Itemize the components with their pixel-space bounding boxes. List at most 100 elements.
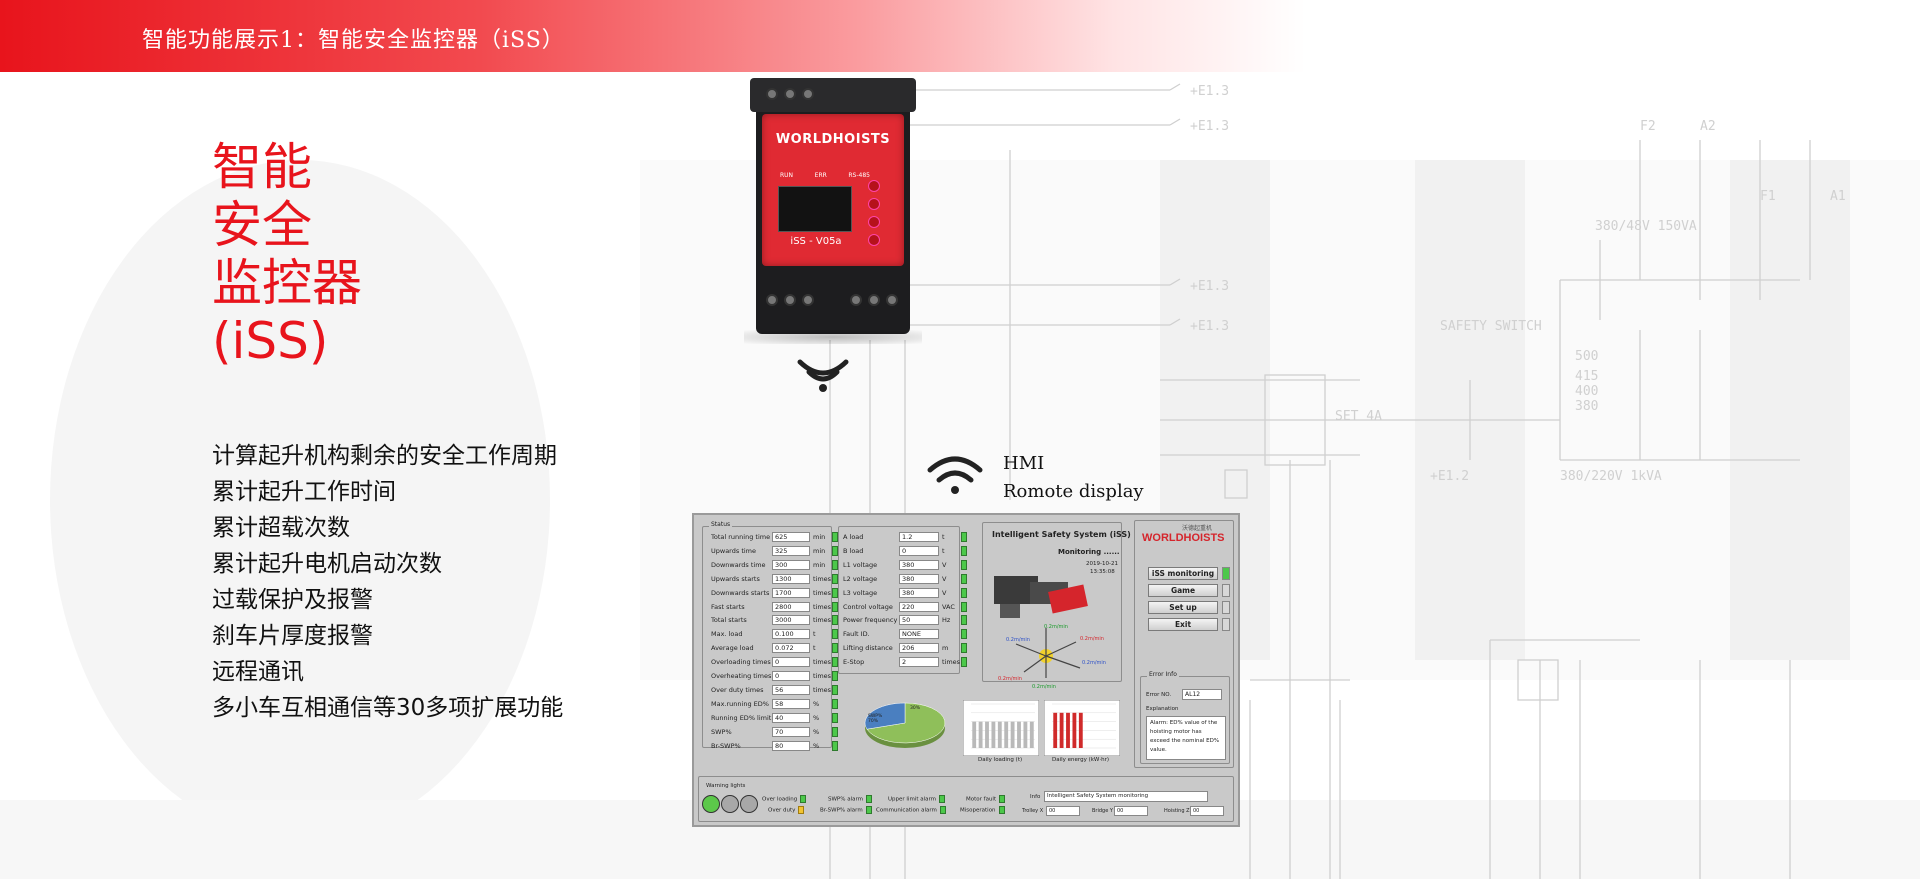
svg-text:+E1.3: +E1.3 [1190,319,1229,334]
metric-label: E-Stop [843,658,865,667]
metric-label: L2 voltage [843,574,878,583]
hero-line: 安全 [212,196,312,254]
iss-monitoring-button[interactable]: iSS monitoring [1148,567,1218,580]
metric-value: 3000 [772,615,810,626]
chart-bar [1072,712,1077,748]
status-led [961,615,967,626]
panel-logo: WORLDHOISTS [1142,532,1225,544]
terminal-screw-icon [802,294,814,306]
status-led [832,726,838,737]
chart-bar [985,721,989,748]
chart-bar [1059,712,1064,748]
exit-button[interactable]: Exit [1148,618,1218,631]
svg-text:A1: A1 [1830,189,1846,204]
title-banner: 智能功能展示1：智能安全监控器（iSS） [0,0,1920,72]
hero-title: 智能 安全 监控器 (iSS) [212,138,472,370]
speed-label: 0.2m/min [998,676,1022,682]
status-led [832,657,838,668]
warning-item: SWP% alarm [828,795,873,803]
status-led [961,532,967,542]
metric-row: Fault ID.NONE [843,629,971,640]
warning-lights-label: Warning lights [706,783,746,789]
pie-label-remaining: 30% [910,706,921,711]
device-brand-label: WORLDHOISTS [775,132,891,147]
status-led [961,587,967,598]
feature-item: 累计起升电机启动次数 [212,551,442,577]
metric-label: Max.running ED% [711,699,769,708]
hmi-caption-line: HMI [1003,453,1045,474]
metric-value: 380 [899,587,939,598]
metric-unit: t [942,533,945,541]
game-button[interactable]: Game [1148,584,1218,597]
chart-bar [972,721,977,748]
warning-lights-group [698,776,1234,822]
bridge-field: 00 [1114,806,1148,816]
metric-unit: V [942,574,947,583]
warning-item-label: Over duty [768,807,796,814]
warning-lamp-icon [721,795,739,813]
feature-item: 刹车片厚度报警 [212,623,373,649]
metric-value: 0.100 [772,629,810,640]
warning-led [999,795,1006,803]
metric-unit: times [813,685,832,694]
metric-unit: times [813,602,832,611]
device-display-screen [778,186,852,232]
metric-value: 300 [772,559,810,570]
metric-value: 220 [899,601,939,612]
terminal-screw-icon [802,88,814,100]
monitor-date: 2019-10-21 [1086,561,1118,567]
metric-value: 56 [772,684,810,695]
device-shadow [744,330,922,344]
warning-item: Over duty [768,806,805,814]
speed-label: 0.2m/min [1082,660,1106,666]
metric-value: 2800 [772,601,810,612]
svg-text:380: 380 [1575,399,1598,414]
svg-text:500: 500 [1575,349,1598,364]
warning-led [798,806,805,814]
metric-label: Br-SWP% [711,741,741,750]
led-label: RUN [780,172,794,179]
svg-text:415: 415 [1575,369,1598,384]
warning-led [800,795,807,803]
metric-unit: min [813,533,826,541]
metric-value: 206 [899,643,939,654]
status-led [961,559,967,570]
warning-item-label: Over loading [762,796,798,803]
status-led [832,615,838,626]
game-indicator [1222,584,1230,597]
swp-pie-chart [864,702,946,748]
feature-item: 累计起升工作时间 [212,479,396,505]
metric-unit: V [942,588,947,597]
warning-led [998,806,1005,814]
metric-value: 70 [772,726,810,737]
metric-label: Overheating times [711,672,772,680]
warning-led [939,806,946,814]
metric-label: Average load [711,644,754,653]
metric-value: 2 [899,657,939,668]
metric-label: Total starts [711,616,747,625]
monitor-time: 13:35:08 [1090,569,1115,575]
warning-item: Over loading [762,795,807,803]
terminal-screw-icon [868,294,880,306]
panel-logo-cn: 沃德起重机 [1182,525,1213,532]
status-led [961,643,967,654]
metric-value: NONE [899,629,939,640]
metric-unit: t [813,644,816,653]
metric-unit: min [813,560,826,569]
svg-text:+E1.3: +E1.3 [1190,279,1229,294]
chart-bar [1078,712,1083,748]
metric-value: 1700 [772,587,810,598]
metric-label: Downwards time [711,560,766,569]
setup-button[interactable]: Set up [1148,601,1218,614]
svg-text:+E1.3: +E1.3 [1190,119,1229,134]
metric-unit: % [813,699,820,708]
